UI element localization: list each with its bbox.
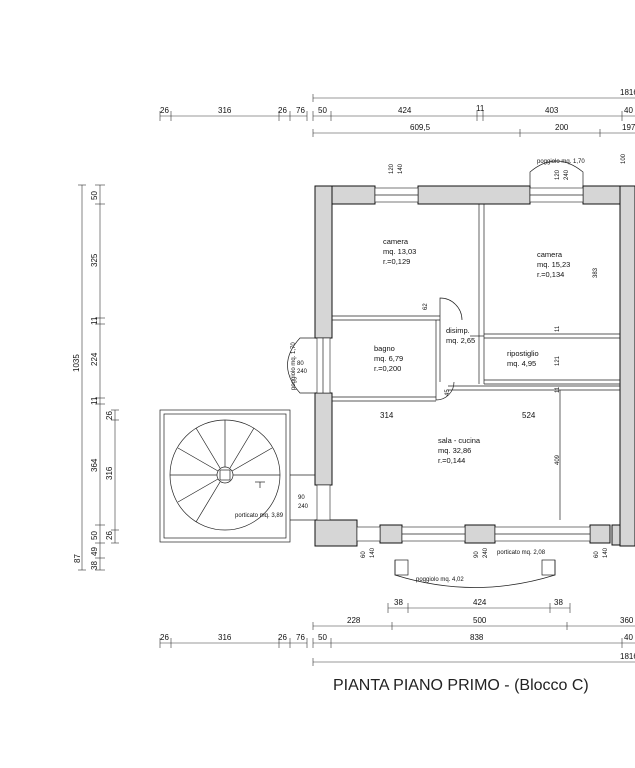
dim-left: 11: [90, 396, 99, 405]
dim-left: 49: [90, 547, 99, 556]
page-title: PIANTA PIANO PRIMO - (Blocco C): [333, 677, 589, 694]
dim-top-left: 26: [278, 106, 287, 115]
dim-bottom-total: 1816: [620, 652, 635, 661]
dim-bottom-row1: 38: [554, 598, 563, 607]
dim-bottom-row1: 424: [473, 598, 487, 607]
dimension-labels: 1816 50 424 11 403 40 609,5 200 197 26 3…: [72, 88, 635, 661]
label-porticato-bottom: porticato mq. 2,08: [497, 550, 546, 556]
dim-interior: 60: [361, 551, 367, 558]
dim-top-row2: 200: [555, 123, 569, 132]
dim-bottom-row2: 500: [473, 616, 487, 625]
dim-left-inner: 26: [105, 411, 114, 420]
room-name-ripostiglio: ripostiglio: [507, 349, 539, 358]
dim-interior: 524: [522, 411, 536, 420]
windows: [316, 187, 591, 542]
spiral-staircase: [159, 409, 315, 543]
dim-top-left: 76: [296, 106, 305, 115]
dim-top-row2: 609,5: [410, 123, 431, 132]
room-area-ripostiglio: mq. 4,95: [507, 359, 536, 368]
dim-interior: 140: [370, 547, 376, 558]
dim-left: 364: [90, 458, 99, 472]
dim-bottom-left: 76: [296, 633, 305, 642]
room-area-sala: mq. 32,86: [438, 446, 471, 455]
dim-bottom-row2: 228: [347, 616, 361, 625]
dim-interior: 314: [380, 411, 394, 420]
label-poggiolo-left: poggiolo mq. 1,70: [291, 342, 297, 390]
balconies: [287, 160, 584, 588]
dim-top-row1: 11: [476, 104, 485, 113]
dim-interior: 409: [555, 454, 561, 465]
dim-interior: 90: [474, 551, 480, 558]
dim-interior: 120: [555, 169, 561, 180]
room-name-disimp: disimp.: [446, 326, 470, 335]
dim-interior: 120: [389, 163, 395, 174]
dim-bottom-left: 316: [218, 633, 232, 642]
dim-top-row2: 197: [622, 123, 635, 132]
room-ratio-camera1: r.=0,129: [383, 257, 410, 266]
dimension-lines: [78, 94, 635, 666]
dim-bottom-row3: 40: [624, 633, 633, 642]
dim-interior: 11: [555, 325, 561, 332]
dim-top-total: 1816: [620, 88, 635, 97]
dim-bottom-left: 26: [160, 633, 169, 642]
room-name-camera2: camera: [537, 250, 563, 259]
dim-bottom-row3: 838: [470, 633, 484, 642]
dim-interior: 100: [621, 153, 627, 164]
dim-left: 38: [90, 561, 99, 570]
room-ratio-bagno: r.=0,200: [374, 364, 401, 373]
dim-interior: 140: [603, 547, 609, 558]
dim-left: 87: [73, 554, 82, 563]
dim-interior: 90: [298, 495, 305, 501]
dim-bottom-row3: 50: [318, 633, 327, 642]
dim-interior: 240: [297, 369, 308, 375]
dim-top-left: 316: [218, 106, 232, 115]
dim-left: 224: [90, 352, 99, 366]
dim-top-row1: 403: [545, 106, 559, 115]
dim-bottom-row1: 38: [394, 598, 403, 607]
dim-interior: 60: [594, 551, 600, 558]
dim-top-left: 26: [160, 106, 169, 115]
dim-left: 50: [90, 531, 99, 540]
dim-interior: 240: [298, 504, 309, 510]
room-area-disimp: mq. 2,65: [446, 336, 475, 345]
room-area-camera1: mq. 13,03: [383, 247, 416, 256]
dim-interior: 62: [423, 303, 429, 310]
dim-bottom-row2: 360: [620, 616, 634, 625]
dim-interior: 240: [564, 169, 570, 180]
dim-top-row1: 50: [318, 106, 327, 115]
label-poggiolo-bottom: poggiolo mq. 4,02: [416, 577, 464, 583]
room-area-bagno: mq. 6,79: [374, 354, 403, 363]
room-ratio-camera2: r.=0,134: [537, 270, 564, 279]
dim-left-inner: 26: [105, 531, 114, 540]
dim-interior: 80: [297, 361, 304, 367]
dim-left: 325: [90, 253, 99, 267]
dim-interior: 121: [555, 355, 561, 366]
label-porticato-left: porticato mq. 3,89: [235, 513, 284, 519]
interior-partitions: [332, 204, 620, 520]
dim-left-total: 1035: [72, 354, 81, 372]
room-area-camera2: mq. 15,23: [537, 260, 570, 269]
label-poggiolo-top: poggiolo mq. 1,70: [537, 159, 585, 165]
dim-bottom-left: 26: [278, 633, 287, 642]
room-name-sala: sala - cucina: [438, 436, 481, 445]
dim-top-row1: 40: [624, 106, 633, 115]
dim-interior: 383: [593, 267, 599, 278]
room-name-bagno: bagno: [374, 344, 395, 353]
room-ratio-sala: r.=0,144: [438, 456, 465, 465]
dim-left: 11: [90, 316, 99, 325]
walls: [314, 185, 635, 547]
dim-interior: 45: [445, 389, 451, 396]
room-labels: camera mq. 13,03 r.=0,129 camera mq. 15,…: [374, 237, 570, 465]
outdoor-labels: poggiolo mq. 1,70 poggiolo mq. 1,70 port…: [235, 159, 585, 583]
dim-left-inner: 316: [105, 466, 114, 480]
dim-left: 50: [90, 191, 99, 200]
dim-interior: 11: [555, 386, 561, 393]
dim-interior: 240: [483, 547, 489, 558]
dim-top-row1: 424: [398, 106, 412, 115]
dim-interior: 140: [398, 163, 404, 174]
room-name-camera1: camera: [383, 237, 409, 246]
